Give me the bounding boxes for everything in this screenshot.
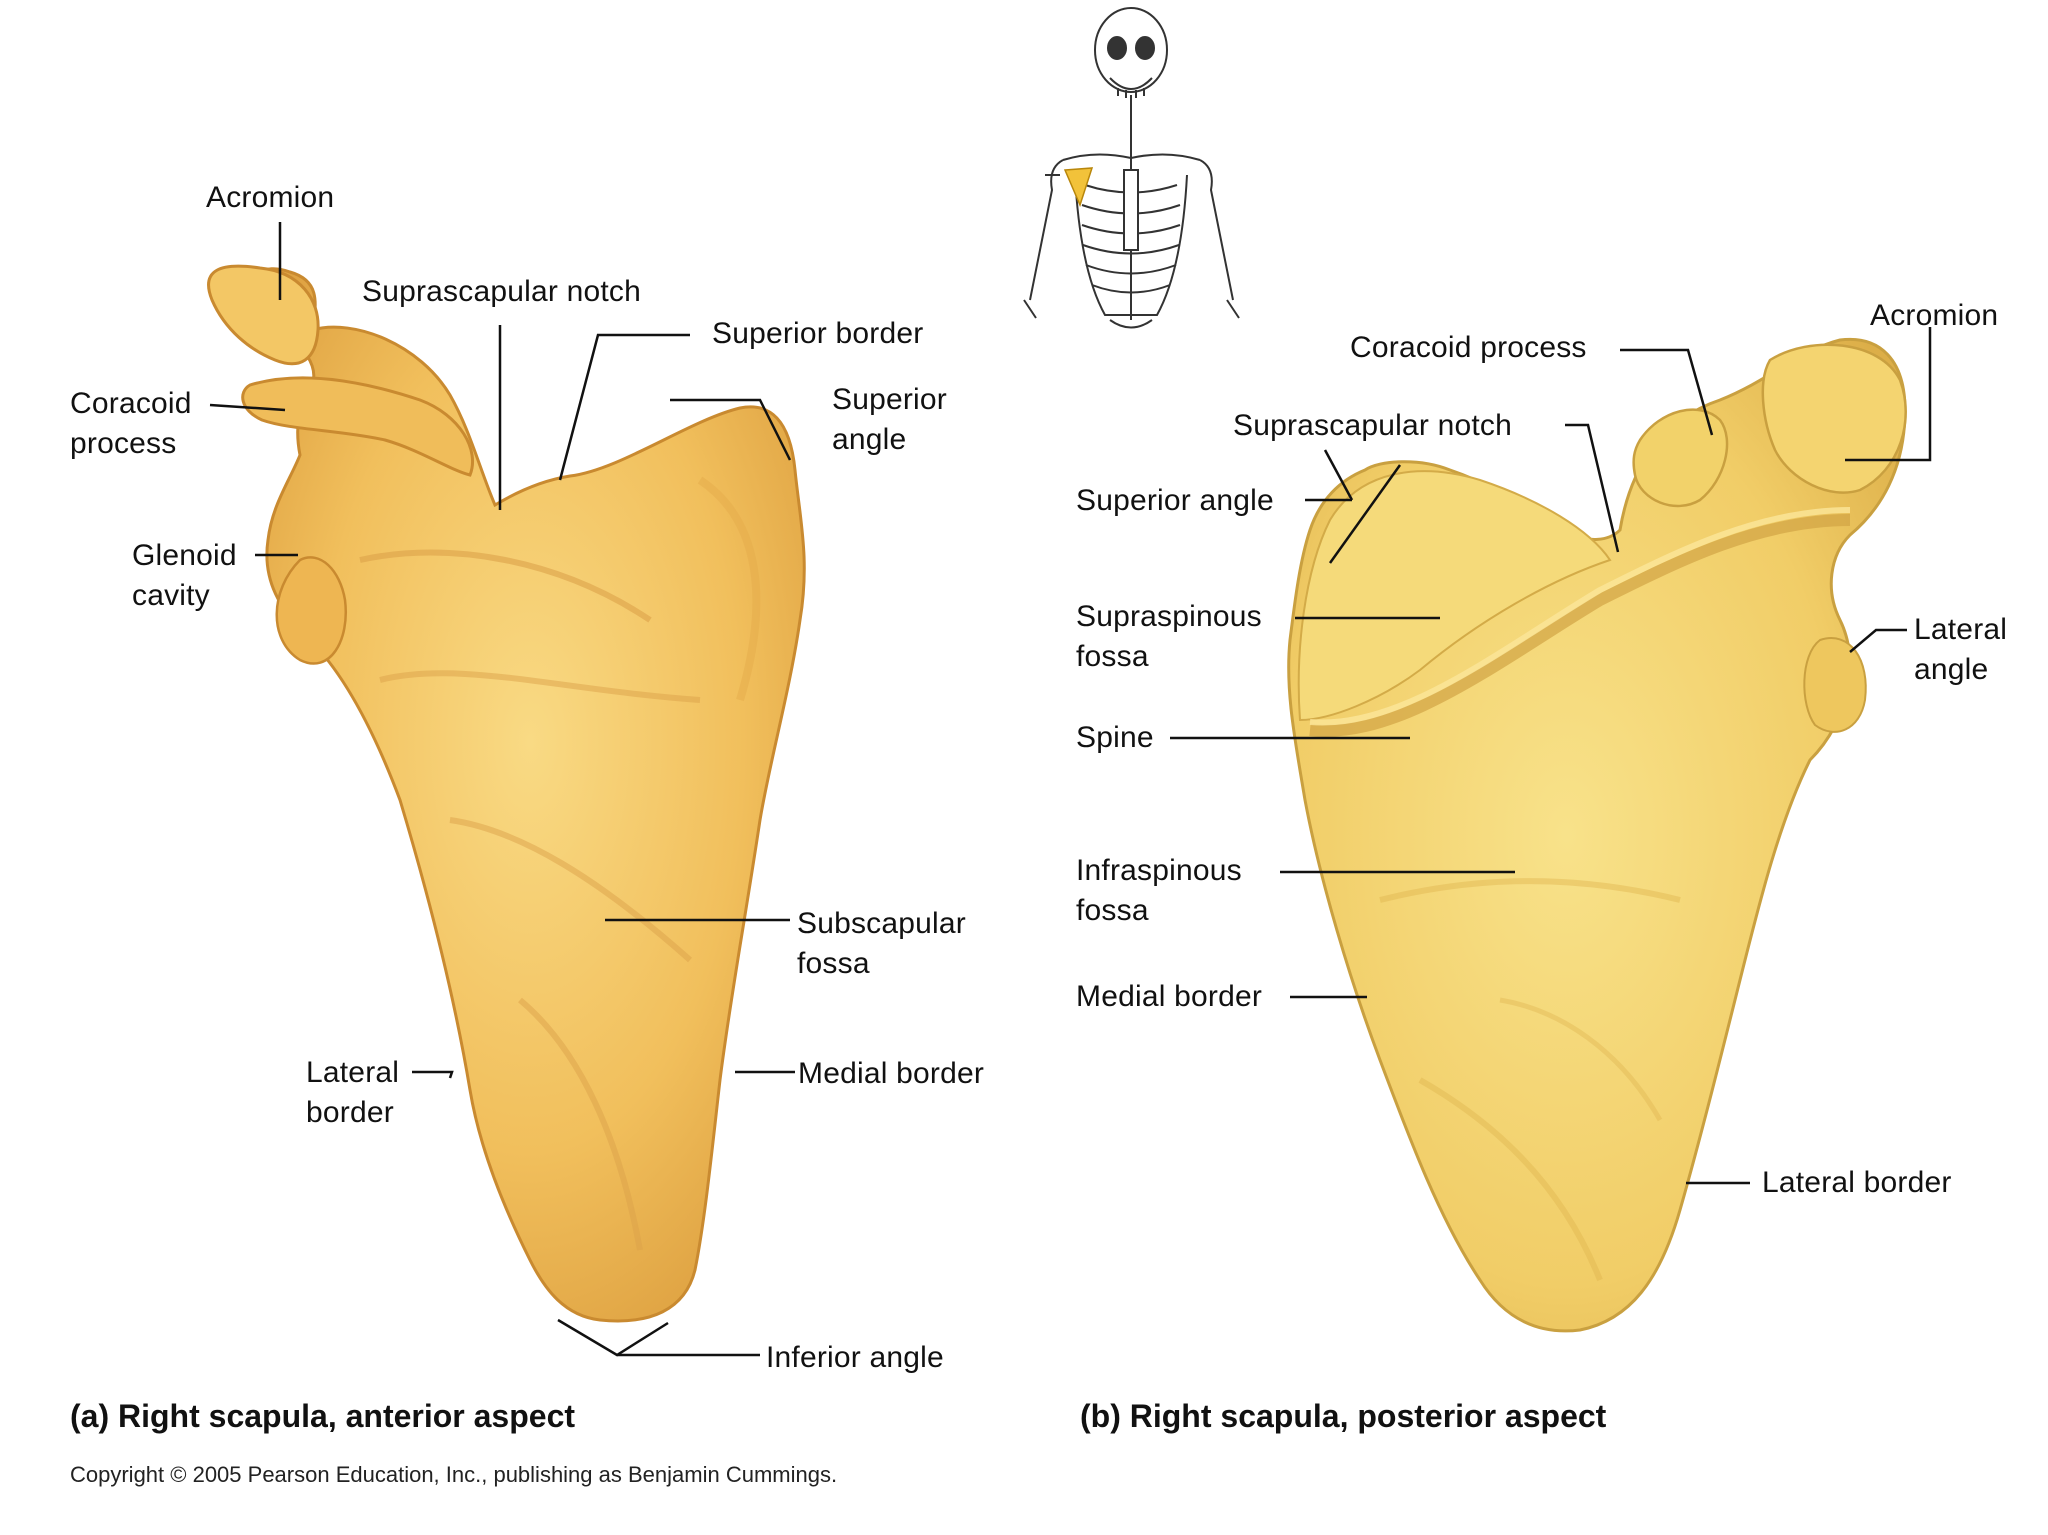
label-inferior-angle-a: Inferior angle bbox=[766, 1341, 944, 1374]
label-acromion-b: Acromion bbox=[1870, 299, 1999, 332]
highlighted-scapula-icon bbox=[1063, 167, 1094, 208]
scapula-anterior-illustration bbox=[207, 264, 806, 1323]
caption-a-letter: (a) bbox=[70, 1398, 110, 1434]
label-subscapular-fossa-a: Subscapular fossa bbox=[797, 907, 966, 980]
caption-b: (b) Right scapula, posterior aspect bbox=[1080, 1398, 1606, 1435]
label-suprascapular-notch-a: Suprascapular notch bbox=[362, 275, 641, 308]
label-superior-angle-a: Superior angle bbox=[832, 383, 947, 456]
skeleton-thumbnail bbox=[1023, 7, 1240, 329]
caption-a: (a) Right scapula, anterior aspect bbox=[70, 1398, 575, 1435]
skull-icon bbox=[1094, 7, 1168, 93]
caption-a-text: Right scapula, anterior aspect bbox=[118, 1398, 576, 1434]
label-suprascapular-notch-b: Suprascapular notch bbox=[1233, 409, 1512, 442]
label-spine-b: Spine bbox=[1076, 721, 1154, 754]
label-medial-border-a: Medial border bbox=[798, 1057, 985, 1090]
copyright-notice: Copyright © 2005 Pearson Education, Inc.… bbox=[70, 1462, 838, 1487]
label-lateral-angle-b: Lateral angle bbox=[1914, 613, 2008, 686]
label-coracoid-process-b: Coracoid process bbox=[1350, 331, 1587, 364]
label-superior-border-a: Superior border bbox=[712, 317, 924, 350]
label-coracoid-process-a: Coracoid process bbox=[70, 387, 192, 460]
scapula-posterior-illustration bbox=[1287, 337, 1907, 1333]
label-lateral-border-a: Lateral border bbox=[306, 1056, 400, 1129]
caption-b-text: Right scapula, posterior aspect bbox=[1129, 1398, 1607, 1434]
label-lateral-border-b: Lateral border bbox=[1762, 1166, 1952, 1199]
label-glenoid-cavity-a: Glenoid cavity bbox=[132, 539, 237, 612]
label-acromion-a: Acromion bbox=[206, 181, 335, 214]
leader-lines-b bbox=[1170, 327, 1932, 1185]
caption-b-letter: (b) bbox=[1080, 1398, 1121, 1434]
label-medial-border-b: Medial border bbox=[1076, 980, 1263, 1013]
label-infraspinous-fossa-b: Infraspinous fossa bbox=[1076, 854, 1242, 927]
label-superior-angle-b: Superior angle bbox=[1076, 484, 1274, 517]
label-supraspinous-fossa-b: Supraspinous fossa bbox=[1076, 600, 1262, 673]
leader-lines-a bbox=[209, 222, 795, 1357]
